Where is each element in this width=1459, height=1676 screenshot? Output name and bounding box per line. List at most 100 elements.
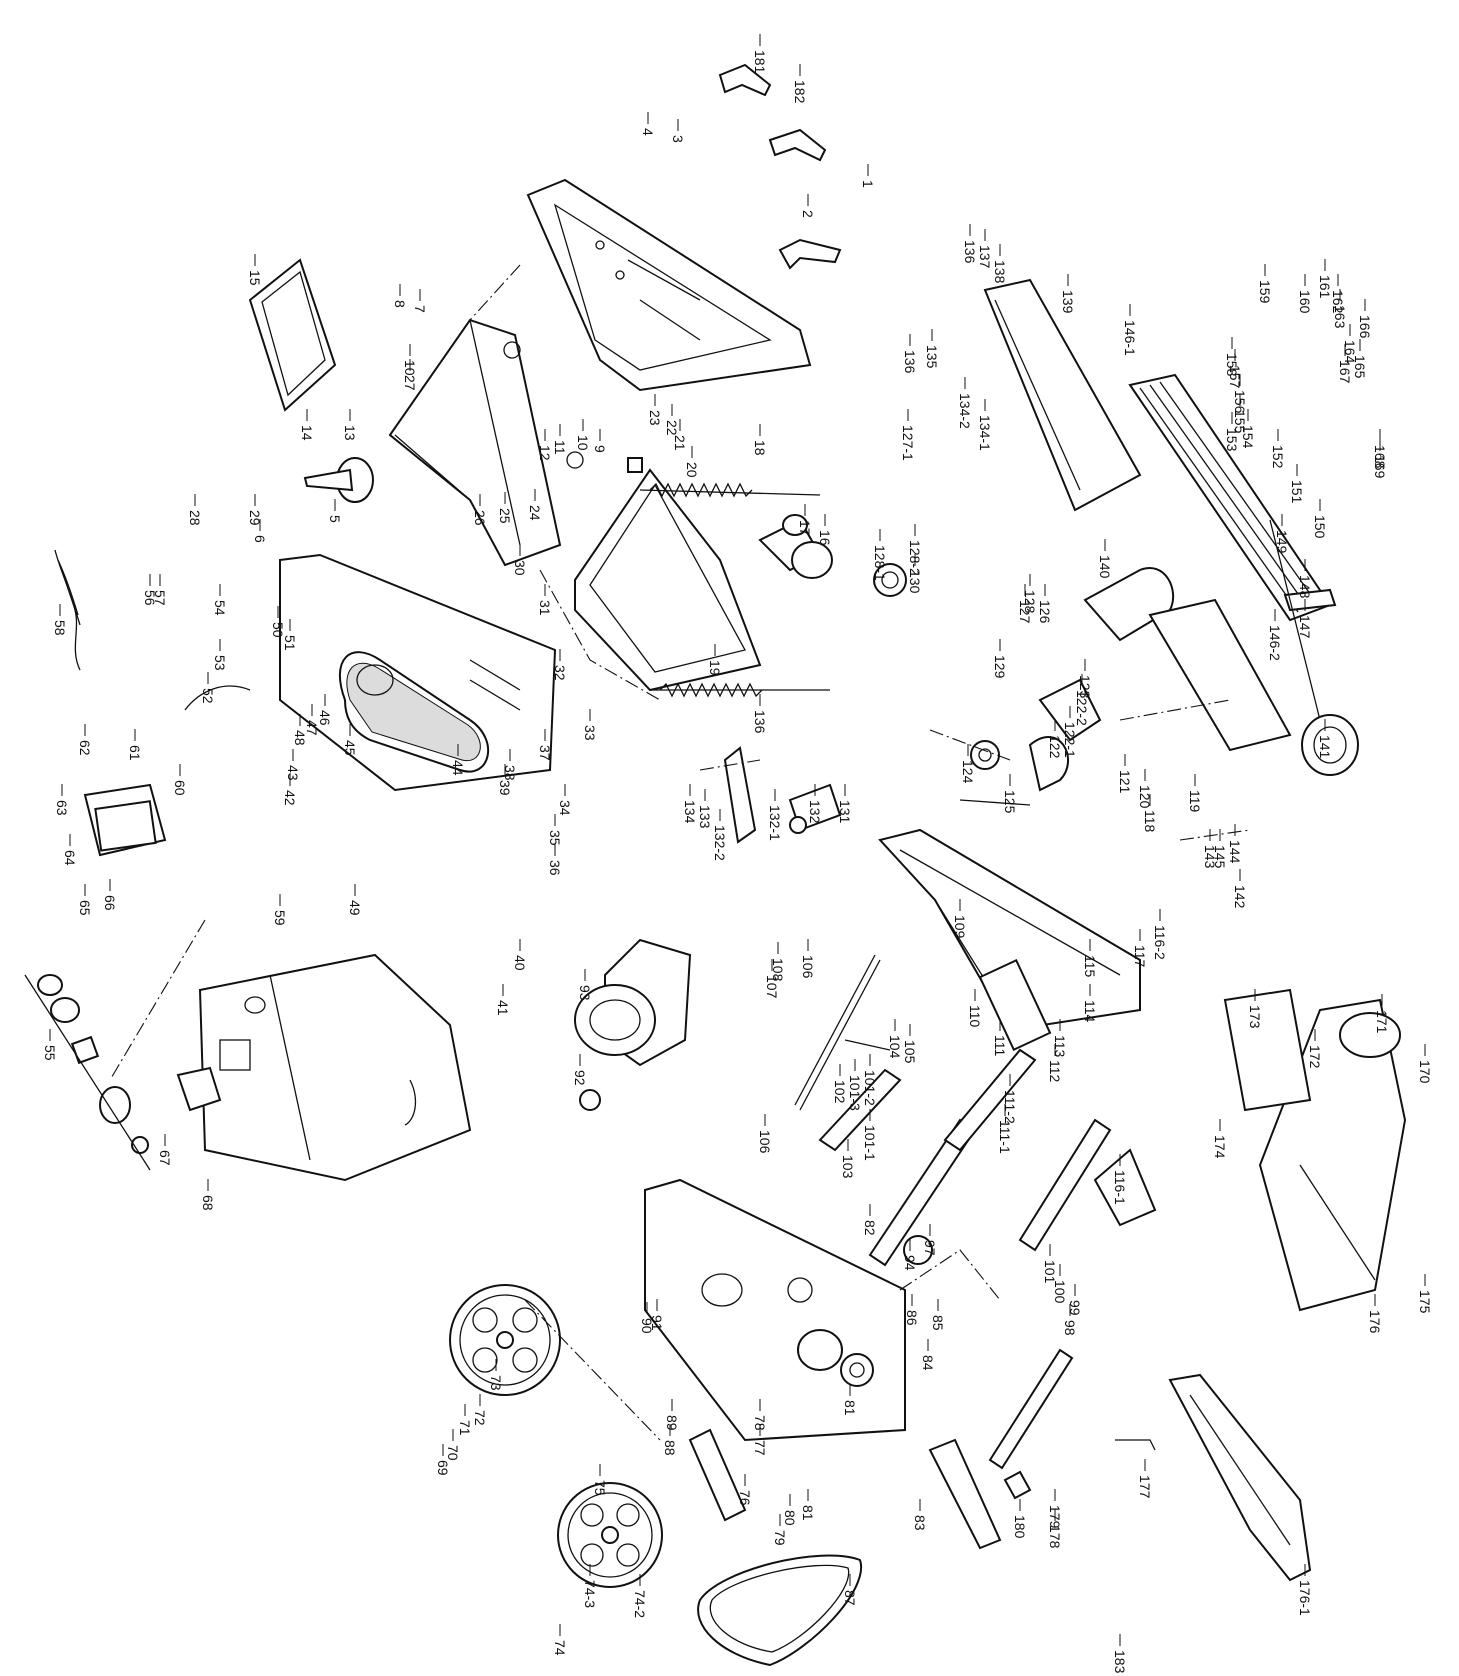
callout-label: 137 [977, 229, 993, 269]
callout-number: 77 [752, 1440, 768, 1456]
callout-number: 7 [412, 305, 428, 313]
motor-92 [574, 938, 692, 1111]
callout-label: 128-1 [872, 529, 888, 581]
callout-label: 124 [960, 744, 976, 784]
callout-label: 108 [770, 942, 786, 982]
callout-number: 158 [1224, 353, 1240, 377]
callout-label: 78 [752, 1399, 768, 1431]
callout-label: 127-1 [900, 409, 916, 461]
callout-number: 119 [1187, 790, 1203, 813]
callout-number: 176 [1367, 1310, 1383, 1334]
callout-label: 109 [952, 899, 968, 939]
gear-83 [840, 1353, 874, 1387]
callout-label: 89 [664, 1399, 680, 1431]
callout-label: 143 [1202, 829, 1218, 869]
callout-number: 70 [445, 1445, 461, 1461]
callout-number: 162 [1330, 290, 1346, 314]
large-pulley-74 [557, 1482, 663, 1588]
callout-label: 15 [247, 254, 263, 286]
callout-number: 141 [1317, 735, 1333, 759]
callout-number: 128-1 [872, 545, 888, 581]
callout-number: 134-1 [977, 415, 993, 451]
callout-number: 156 [1232, 390, 1248, 414]
callout-number: 73 [488, 1375, 504, 1391]
callout-label: 135 [924, 329, 940, 369]
callout-label: 123 [1077, 659, 1093, 699]
callout-number: 45 [342, 740, 358, 756]
callout-number: 104 [887, 1035, 903, 1059]
left-side-casting [279, 553, 557, 792]
callout-number: 18 [752, 440, 768, 456]
callout-number: 30 [512, 560, 528, 576]
callout-number: 136 [752, 710, 768, 734]
callout-label: 106 [800, 939, 816, 979]
callout-label: 79 [772, 1514, 788, 1546]
callout-label: 82 [862, 1204, 878, 1236]
callout-number: 150 [1312, 515, 1328, 539]
callout-number: 123 [1077, 675, 1093, 699]
callout-label: 2 [800, 194, 816, 218]
callout-label: 107 [764, 959, 780, 999]
callout-number: 143 [1202, 845, 1218, 869]
callout-label: 106 [757, 1114, 773, 1154]
callout-number: 144 [1227, 840, 1243, 864]
callout-number: 172 [1307, 1045, 1323, 1069]
callout-label: 72 [472, 1394, 488, 1426]
callout-number: 6 [252, 535, 268, 543]
callout-number: 148 [1297, 575, 1313, 599]
callout-label: 99 [1067, 1284, 1083, 1316]
callout-label: 116-2 [1152, 909, 1168, 960]
callout-label: 160 [1297, 274, 1313, 314]
callout-number: 140 [1097, 555, 1113, 579]
callout-label: 183 [1112, 1634, 1128, 1674]
callout-number: 39 [497, 780, 513, 796]
callout-number: 29 [247, 510, 263, 526]
callout-label: 122 [1047, 719, 1063, 759]
cutter-parts-54 [24, 974, 151, 1171]
callout-number: 175 [1417, 1290, 1433, 1314]
callout-label: 175 [1417, 1274, 1433, 1314]
callout-label: 62 [77, 724, 93, 756]
crank-assembly [758, 514, 833, 579]
callout-label: 35 [547, 814, 563, 846]
hex-key-178 [1115, 1439, 1156, 1451]
callout-label: 6 [252, 519, 268, 543]
handle-51 [184, 685, 251, 711]
bracket-75 [688, 1428, 747, 1522]
callout-number: 14 [299, 425, 315, 441]
callout-number: 10 [575, 435, 591, 451]
callout-number: 169 [1372, 455, 1388, 479]
callout-label: 39 [497, 764, 513, 796]
callout-label: 60 [172, 764, 188, 796]
callout-number: 133 [697, 805, 713, 829]
callout-label: 182 [792, 64, 808, 104]
callout-label: 74-2 [632, 1574, 648, 1618]
callout-number: 137 [977, 245, 993, 269]
callout-number: 21 [672, 435, 688, 451]
callout-number: 24 [527, 505, 543, 521]
callout-number: 55 [42, 1045, 58, 1061]
callout-number: 15 [247, 270, 263, 286]
callout-label: 176-1 [1297, 1564, 1313, 1616]
callout-label: 146-2 [1267, 609, 1283, 661]
callout-number: 22 [664, 420, 680, 436]
callout-number: 146-2 [1267, 625, 1283, 661]
callout-label: 138 [992, 244, 1008, 284]
callout-label: 9 [592, 429, 608, 453]
callout-number: 44 [450, 760, 466, 776]
callout-number: 82 [862, 1220, 878, 1236]
callout-label: 51 [282, 619, 298, 651]
callout-label: 114 [1082, 984, 1098, 1023]
callout-label: 113 [1052, 1019, 1068, 1058]
callout-label: 98 [1062, 1304, 1078, 1336]
callout-label: 153 [1224, 412, 1240, 452]
callout-label: 5 [327, 499, 343, 523]
callout-label: 142 [1232, 869, 1248, 909]
feed-rollers [868, 1118, 1112, 1470]
callout-label: 19 [707, 644, 723, 676]
callout-number: 5 [327, 515, 343, 523]
callout-number: 120 [1137, 785, 1153, 809]
callout-number: 173 [1247, 1005, 1263, 1029]
callout-number: 97 [922, 1240, 938, 1256]
callout-label: 48 [292, 714, 308, 746]
